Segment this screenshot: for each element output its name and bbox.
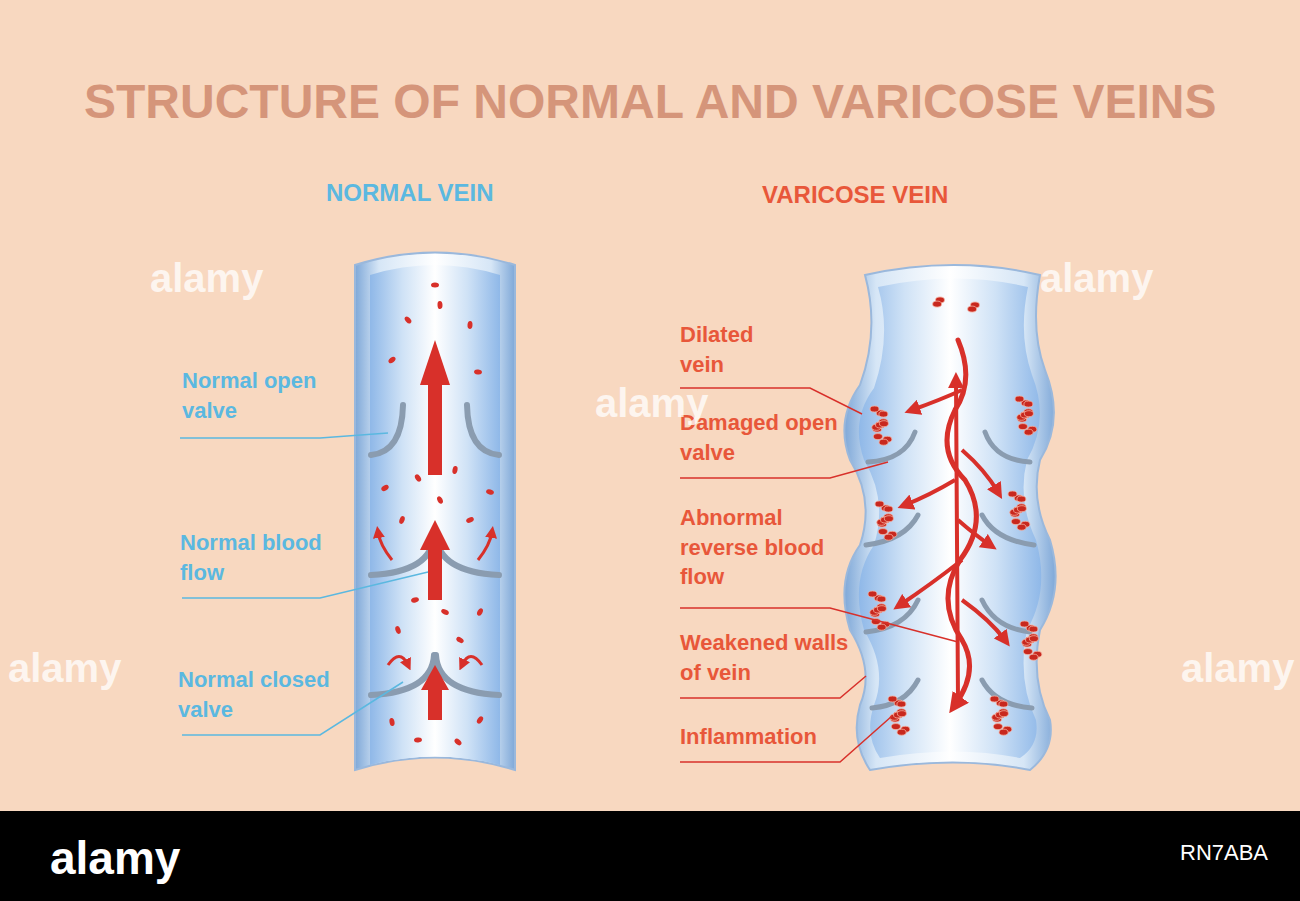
blood-cell-clump <box>897 711 906 717</box>
blood-cell-clump <box>1008 491 1017 497</box>
blood-cell <box>414 473 423 482</box>
blood-cell-clump <box>877 606 886 612</box>
blood-cell <box>437 301 442 309</box>
blood-cell-clump <box>933 301 942 307</box>
watermark: alamy <box>595 375 708 431</box>
watermark: alamy <box>150 250 263 306</box>
blood-cell-clump <box>875 501 884 507</box>
blood-cell <box>389 718 395 727</box>
leader-lines <box>680 388 958 762</box>
blood-cell-clump <box>1029 626 1038 632</box>
blood-cell-clump <box>891 724 900 730</box>
blood-cell-clump <box>1017 506 1026 512</box>
blood-cell-clump <box>1015 396 1024 402</box>
blood-cell <box>414 737 423 743</box>
blood-cell <box>440 608 449 616</box>
blood-cell <box>452 466 459 475</box>
watermark: alamy <box>8 640 121 696</box>
blood-cell <box>476 715 485 724</box>
watermark: alamy <box>1040 250 1153 306</box>
blood-cell <box>394 625 401 634</box>
blood-cell-clump <box>1024 411 1033 417</box>
blood-cell-clump <box>1024 401 1033 407</box>
blood-cell <box>387 356 396 365</box>
blood-cell-clump <box>877 596 886 602</box>
blood-cell <box>476 607 484 616</box>
blood-cell-clump <box>897 729 906 735</box>
blood-cell-clump <box>884 506 893 512</box>
blood-cell-clump <box>1023 649 1032 655</box>
blood-cell <box>455 636 464 644</box>
blood-cell <box>474 369 483 375</box>
normal-vein <box>355 253 515 771</box>
blood-cell-clump <box>868 591 877 597</box>
blood-cell-clump <box>877 624 886 630</box>
watermark: alamy <box>1181 640 1294 696</box>
blood-cell <box>436 495 444 504</box>
blood-cell-clump <box>1011 519 1020 525</box>
part-label: Normal blood flow <box>180 528 340 587</box>
part-label: Normal closed valve <box>178 665 348 724</box>
blood-cell-clump <box>1020 621 1029 627</box>
title: STRUCTURE OF NORMAL AND VARICOSE VEINS <box>84 68 1217 135</box>
blood-cell <box>403 315 412 324</box>
blood-cell-clump <box>999 711 1008 717</box>
blood-cell <box>467 321 473 329</box>
blood-cell-clump <box>993 724 1002 730</box>
blood-cell <box>453 738 462 747</box>
varicose-vein <box>844 265 1055 770</box>
blood-cell-clump <box>999 701 1008 707</box>
bottom-bar <box>0 811 1300 901</box>
blood-cell-clump <box>897 701 906 707</box>
blood-cell-clump <box>878 529 887 535</box>
blood-cell-clump <box>884 534 893 540</box>
blood-cell-clump <box>1024 429 1033 435</box>
blood-cell <box>398 515 405 524</box>
blood-cell-clump <box>1029 636 1038 642</box>
blood-cell-clump <box>884 516 893 522</box>
part-label: Inflammation <box>680 722 855 752</box>
blood-cell-clump <box>1017 524 1026 530</box>
blood-cell <box>431 283 439 288</box>
logo: alamy <box>50 826 180 890</box>
blood-cell-clump <box>870 406 879 412</box>
blood-cell <box>380 484 389 492</box>
blood-cell-clump <box>1018 424 1027 430</box>
blood-cell-clump <box>879 439 888 445</box>
blood-cell-clump <box>879 421 888 427</box>
vein-heading: VARICOSE VEIN <box>762 178 948 212</box>
image-id: RN7ABA <box>1180 838 1268 869</box>
blood-cell <box>410 597 419 604</box>
part-label: Normal open valve <box>182 366 342 425</box>
blood-cell <box>485 488 494 495</box>
blood-cell-clump <box>873 434 882 440</box>
blood-cell-clump <box>879 411 888 417</box>
blood-cell-clump <box>968 306 977 312</box>
part-label: Weakened walls of vein <box>680 628 855 687</box>
blood-cell <box>465 516 474 524</box>
part-label: Abnormal reverse blood flow <box>680 503 830 592</box>
blood-cell-clump <box>1029 654 1038 660</box>
blood-cell-clump <box>1017 496 1026 502</box>
blood-cell-clump <box>990 696 999 702</box>
part-label: Dilated vein <box>680 320 800 379</box>
vein-heading: NORMAL VEIN <box>326 176 494 210</box>
blood-cell-clump <box>999 729 1008 735</box>
blood-cell-clump <box>888 696 897 702</box>
